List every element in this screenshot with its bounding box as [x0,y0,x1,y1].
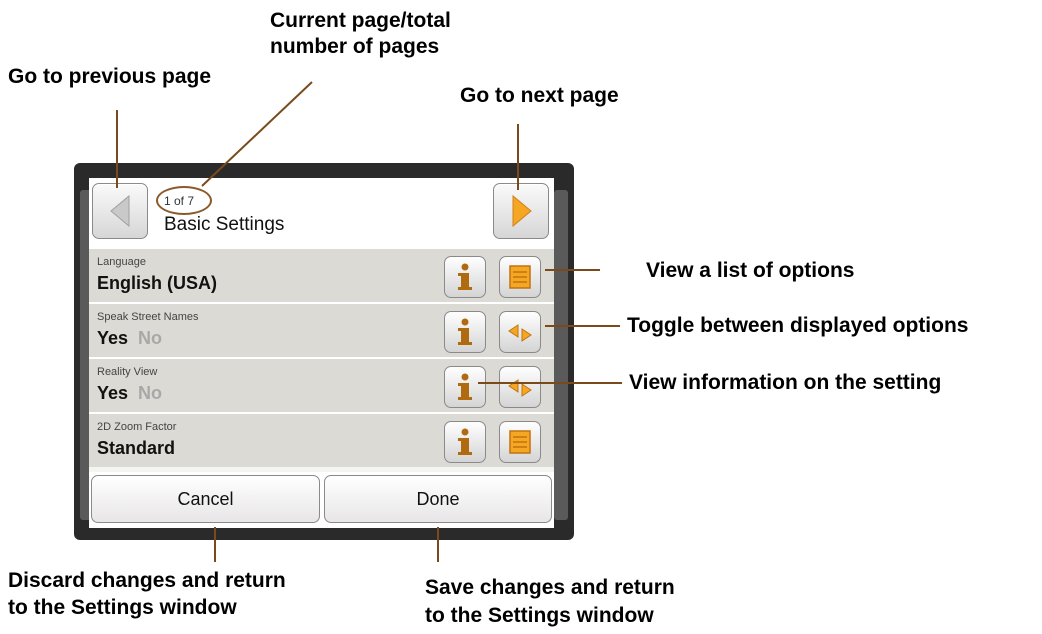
setting-alternate-value: No [138,383,163,403]
setting-label: 2D Zoom Factor [97,421,177,433]
device-frame-edge-right [554,190,568,520]
setting-label: Language [97,256,146,268]
done-button[interactable]: Done [324,475,552,523]
info-icon [458,263,472,290]
toggle-option-button[interactable] [499,366,541,408]
annotation-list-options: View a list of options [646,259,855,282]
page-title: Basic Settings [164,214,285,235]
setting-label: Speak Street Names [97,311,199,323]
page-indicator: 1 of 7 [164,194,195,208]
next-page-button[interactable] [493,183,549,239]
annotation-done-line1: Save changes and return [425,576,675,599]
annotation-next-page: Go to next page [460,84,619,107]
setting-current-value: English (USA) [97,273,217,293]
setting-value: Standard [97,438,175,459]
annotation-page-count-line2: number of pages [270,35,440,58]
arrow-right-icon [512,194,532,228]
setting-current-value: Standard [97,438,176,458]
annotation-done-line2: to the Settings window [425,604,654,627]
annotation-toggle-options: Toggle between displayed options [627,314,969,337]
setting-label: Reality View [97,366,158,378]
setting-value: English (USA) [97,273,217,294]
setting-current-value: Yes [97,383,129,403]
setting-row-2d-zoom-factor: 2D Zoom Factor Standard [89,412,554,467]
annotation-cancel-line1: Discard changes and return [8,569,286,592]
list-icon [509,265,531,289]
info-icon [458,318,472,345]
toggle-icon [508,324,532,342]
annotation-view-info: View information on the setting [629,371,942,394]
annotation-page-count-line1: Current page/total [270,9,451,32]
info-button[interactable] [444,311,486,353]
info-button[interactable] [444,366,486,408]
options-list-button[interactable] [499,256,541,298]
options-list-button[interactable] [499,421,541,463]
info-icon [458,428,472,455]
bottom-bar: Cancel Done [89,472,554,528]
toggle-icon [508,379,532,397]
setting-alternate-value: No [138,328,163,348]
cancel-button[interactable]: Cancel [91,475,320,523]
page-indicator-highlight [156,186,212,215]
setting-value: Yes No [97,328,162,349]
info-button[interactable] [444,421,486,463]
annotation-previous-page: Go to previous page [8,65,212,88]
setting-current-value: Yes [97,328,129,348]
screen-header: 1 of 7 Basic Settings [89,178,554,248]
setting-row-speak-street-names: Speak Street Names Yes No [89,302,554,357]
toggle-option-button[interactable] [499,311,541,353]
annotation-cancel-line2: to the Settings window [8,596,237,619]
info-icon [458,373,472,400]
setting-row-reality-view: Reality View Yes No [89,357,554,412]
setting-value: Yes No [97,383,162,404]
setting-row-language: Language English (USA) [89,247,554,302]
arrow-left-icon [110,194,130,228]
previous-page-button[interactable] [92,183,148,239]
list-icon [509,430,531,454]
info-button[interactable] [444,256,486,298]
settings-screen: 1 of 7 Basic Settings Language English (… [89,178,554,528]
